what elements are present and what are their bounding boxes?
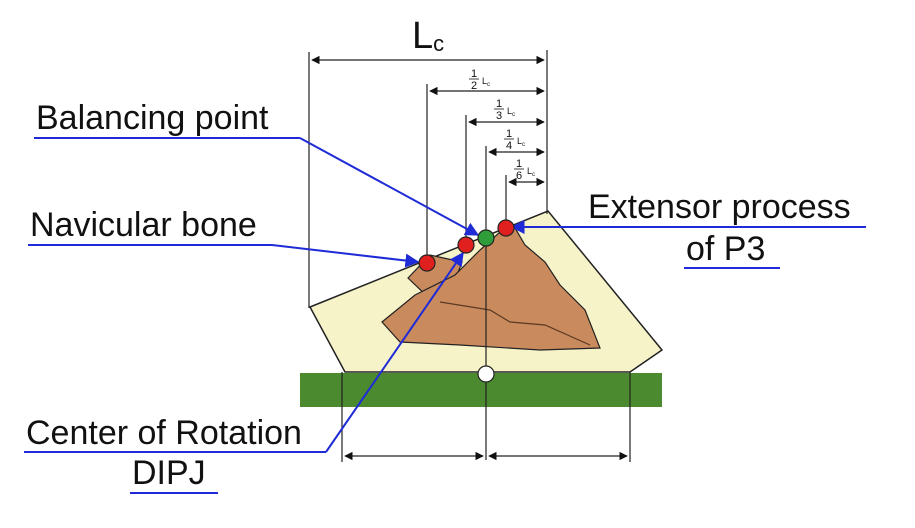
extensor-process-label: Extensor process	[588, 188, 851, 226]
dimension-arrows	[311, 55, 628, 461]
fraction-sixth-unit: Lc	[527, 166, 535, 178]
bone-fracture-line	[439, 301, 591, 346]
fraction-half-den: 2	[471, 80, 477, 92]
center-of-rotation-pointer	[325, 251, 464, 453]
fraction-quarter-den: 4	[506, 140, 512, 152]
center-of-rotation-label-2: DIPJ	[132, 454, 206, 492]
fraction-quarter: 1 4 Lc	[504, 128, 525, 152]
fraction-sixth-num: 1	[516, 158, 522, 170]
fraction-quarter-unit: Lc	[517, 136, 525, 148]
ground-pivot-marker	[477, 365, 495, 383]
reference-lines	[308, 50, 631, 462]
balancing-point-label: Balancing point	[36, 99, 269, 137]
lc-label: Lc	[412, 15, 444, 57]
fraction-half-num: 1	[471, 68, 477, 80]
fraction-third-unit: Lc	[507, 106, 515, 118]
fraction-sixth: 1 6 Lc	[514, 158, 535, 182]
navicular-marker	[418, 254, 436, 272]
balancing-point-marker	[477, 229, 495, 247]
fraction-third: 1 3 Lc	[494, 98, 515, 122]
fraction-half: 1 2 Lc	[469, 68, 490, 92]
fraction-third-den: 3	[496, 110, 502, 122]
navicular-bone-pointer	[271, 244, 420, 268]
fraction-quarter-num: 1	[506, 128, 512, 140]
balancing-point-pointer	[299, 137, 480, 236]
extensor-process-marker	[497, 219, 515, 237]
center-of-rotation-marker	[457, 236, 475, 254]
extensor-process-label-2: of P3	[686, 230, 765, 268]
fraction-sixth-den: 6	[516, 170, 522, 182]
center-of-rotation-label: Center of Rotation	[26, 414, 302, 452]
fraction-half-unit: Lc	[482, 76, 490, 88]
navicular-bone-label: Navicular bone	[30, 206, 257, 244]
fraction-third-num: 1	[496, 98, 502, 110]
